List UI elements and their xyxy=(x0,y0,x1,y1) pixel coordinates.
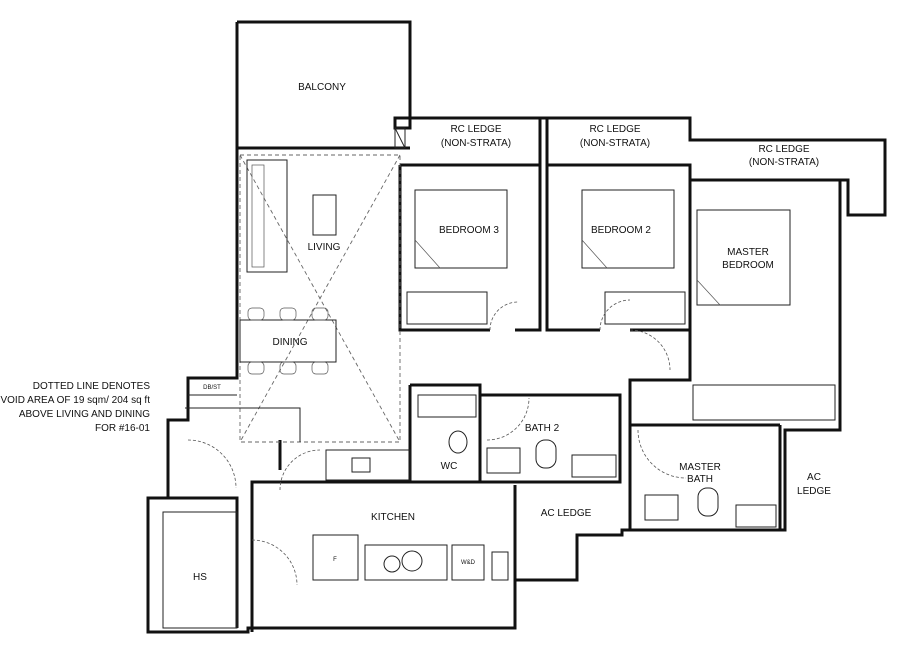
toilet-icon xyxy=(535,439,557,469)
room-label-ac-ledge-2: LEDGE xyxy=(797,486,831,497)
room-label-master-bedroom: BEDROOM xyxy=(722,260,774,271)
ledge-label: (NON-STRATA) xyxy=(749,157,819,168)
room-label-balcony: BALCONY xyxy=(298,82,346,93)
ledge-label: (NON-STRATA) xyxy=(580,138,650,149)
note-leader xyxy=(185,407,301,442)
bedroom3-wall xyxy=(400,163,542,332)
room-label-ac-ledge: AC LEDGE xyxy=(541,508,592,519)
master-bedroom-wall-bottom xyxy=(628,330,780,427)
bed-fold xyxy=(414,239,441,269)
shower-icon xyxy=(735,504,777,528)
ledge-label: (NON-STRATA) xyxy=(441,138,511,149)
room-label-bedroom3: BEDROOM 3 xyxy=(439,225,499,236)
void-note: ABOVE LIVING AND DINING xyxy=(19,409,150,420)
room-label-dining: DINING xyxy=(273,337,308,348)
sink-icon xyxy=(351,457,371,473)
sofa-back xyxy=(251,164,265,268)
kitchen-counter xyxy=(325,449,411,481)
hs-inner-wall xyxy=(168,496,239,628)
column xyxy=(394,127,406,149)
bedroom2-wall-left xyxy=(545,165,600,332)
void-area xyxy=(239,154,401,443)
bedroom2-wall xyxy=(547,163,692,332)
dining-chairs-icon xyxy=(247,307,329,375)
room-label-living: LIVING xyxy=(308,242,341,253)
door-swing[interactable] xyxy=(489,301,519,331)
basin-icon xyxy=(644,494,679,521)
bed-icon xyxy=(696,209,791,306)
ledge-label: RC LEDGE xyxy=(589,124,640,135)
room-label-master-bath: BATH xyxy=(687,474,713,485)
wardrobe-icon xyxy=(604,291,686,325)
hs-inner xyxy=(162,511,238,629)
room-label-bath2: BATH 2 xyxy=(525,423,560,434)
void-note: VOID AREA OF 19 sqm/ 204 sq ft xyxy=(0,395,150,406)
void-diagonal xyxy=(239,154,401,443)
door-swing[interactable] xyxy=(629,329,671,371)
room-label-master-bath: MASTER xyxy=(679,462,721,473)
bath2-door-swing[interactable] xyxy=(486,397,530,441)
door-swing[interactable] xyxy=(599,299,631,331)
wardrobe-icon xyxy=(692,384,836,421)
room-label-wc: WC xyxy=(441,461,458,472)
coffee-table-icon xyxy=(312,194,337,236)
room-label-db-st: DB/ST xyxy=(203,385,221,391)
ledge-label: RC LEDGE xyxy=(450,124,501,135)
hob-icon xyxy=(401,550,423,572)
bed-fold xyxy=(696,279,721,306)
void-note: DOTTED LINE DENOTES xyxy=(33,381,151,392)
master-bath-door-swing[interactable] xyxy=(637,429,687,479)
shower-icon xyxy=(571,454,617,478)
bath-wall xyxy=(408,385,622,484)
bath-wall-top xyxy=(410,383,622,425)
hob-icon xyxy=(383,555,401,573)
hs-door-swing[interactable] xyxy=(251,539,298,586)
kitchen-wall xyxy=(250,480,410,498)
washer-dryer-icon xyxy=(451,544,485,581)
main-door-swing[interactable] xyxy=(187,439,237,489)
stove-counter xyxy=(364,544,448,581)
column-hatch xyxy=(394,127,406,149)
bed-fold xyxy=(581,239,608,269)
ledge-label: RC LEDGE xyxy=(758,144,809,155)
room-label-bedroom2: BEDROOM 2 xyxy=(591,225,651,236)
bed-icon xyxy=(414,189,508,269)
fridge-label: F xyxy=(333,557,337,563)
sofa-icon xyxy=(246,159,288,273)
room-label-kitchen: KITCHEN xyxy=(371,512,415,523)
bed-icon xyxy=(581,189,675,269)
door-swing[interactable] xyxy=(279,449,321,491)
shower-icon xyxy=(417,394,477,418)
fridge-icon xyxy=(312,534,359,581)
shaft-icon xyxy=(491,551,509,581)
toilet-icon xyxy=(448,430,468,454)
wardrobe-icon xyxy=(406,291,488,325)
washer-dryer-label: W&D xyxy=(461,560,476,566)
basin-icon xyxy=(486,447,521,474)
master-bath-wall xyxy=(628,425,782,532)
void-note: FOR #16-01 xyxy=(95,423,150,434)
room-label-ac-ledge-2: AC xyxy=(807,472,821,483)
room-label-hs: HS xyxy=(193,572,207,583)
toilet-icon xyxy=(697,487,719,517)
room-label-master-bedroom: MASTER xyxy=(727,247,769,258)
